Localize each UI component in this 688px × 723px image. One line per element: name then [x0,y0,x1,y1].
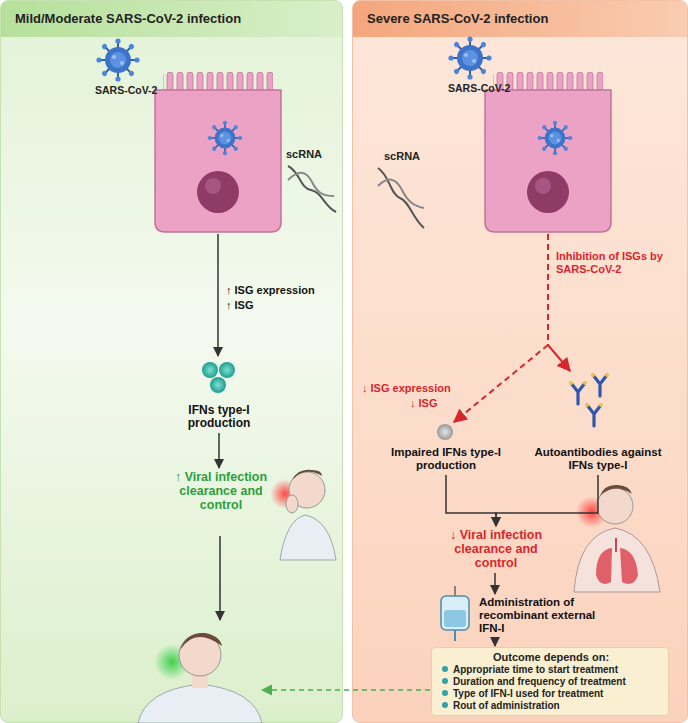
panel-title: Mild/Moderate SARS-CoV-2 infection [1,1,342,26]
box-heading: Outcome depends on: [442,651,660,664]
outcome-label: ↑ Viral infection clearance and control [166,469,276,513]
node-text: Impaired IFNs type-I production [376,446,516,472]
bullet-item: Type of IFN-I used for treatment [442,688,660,700]
box-heading-text: Outcome depends on: [493,651,609,663]
flow-arrow [496,475,598,526]
outcome-box: Outcome depends on:Appropriate time to s… [431,647,669,716]
annotation-label: ↑ ISG [226,299,254,312]
panel-title: Severe SARS-CoV-2 infection [353,1,687,26]
node-text: ↑ Viral infection clearance and control [166,470,276,512]
process-label: IFNs type-I production [164,403,274,431]
node-text: Administration of recombinant external I… [479,596,601,635]
flow-arrow [494,573,496,594]
annotation-label: ↓ ISG expression [362,382,451,395]
bullet-text: Rout of administration [453,700,560,711]
bullet-text: Duration and frequency of treatment [453,676,626,687]
treatment-label: Administration of recombinant external I… [479,595,601,636]
bullet-item: Rout of administration [442,700,660,712]
bullet-text: Type of IFN-I used for treatment [453,688,603,699]
flow-arrow [446,475,496,526]
process-label: Autoantibodies against IFNs type-I [531,445,665,473]
annotation-label: scRNA [286,148,322,161]
bullet-dot [442,678,448,684]
bullet-dot [442,666,448,672]
annotation-label: SARS-CoV-2 [95,84,157,97]
annotation-label: ↓ ISG [410,397,438,410]
node-text: IFNs type-I production [164,404,274,430]
annotation-label: ↑ ISG expression [226,284,315,297]
bullet-text: Appropriate time to start treatment [453,664,618,675]
bullet-dot [442,690,448,696]
panel-header: Severe SARS-CoV-2 infection [353,1,687,37]
process-label: Impaired IFNs type-I production [376,445,516,473]
flow-arrow [218,433,220,468]
annotation-label: scRNA [384,150,420,163]
panel-header: Mild/Moderate SARS-CoV-2 infection [1,1,342,37]
annotation-label: Inhibition of ISGs by SARS-CoV-2 [556,250,674,276]
bullet-item: Appropriate time to start treatment [442,664,660,676]
node-text: Autoantibodies against IFNs type-I [531,446,665,472]
flow-arrow [494,638,496,646]
bullet-item: Duration and frequency of treatment [442,676,660,688]
bullet-dot [442,702,448,708]
annotation-label: SARS-CoV-2 [448,82,510,95]
node-text: ↓ Viral infection clearance and control [441,528,551,570]
outcome-label: ↓ Viral infection clearance and control [441,527,551,571]
